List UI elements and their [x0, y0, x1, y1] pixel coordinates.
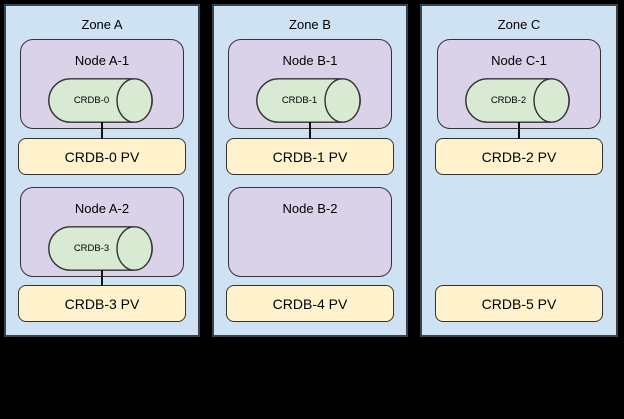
node-box-a1: Node A-1 CRDB-0	[20, 39, 184, 129]
pod-cylinder-crdb-3: CRDB-3	[48, 226, 153, 271]
pv-box: CRDB-4 PV	[226, 285, 394, 322]
zone-panel-a: Zone A Node A-1 CRDB-0 CRDB-0 PV Node A-…	[4, 4, 200, 337]
zone-label: Zone A	[81, 17, 123, 32]
pv-label: CRDB-3 PV	[64, 295, 140, 312]
zone-panel-c: Zone C Node C-1 CRDB-2 CRDB-2 PV CRDB-5 …	[420, 4, 618, 337]
pod-label: CRDB-2	[490, 95, 527, 106]
node-label: Node B-2	[282, 201, 338, 216]
pv-label: CRDB-4 PV	[272, 295, 348, 312]
pv-box: CRDB-5 PV	[435, 285, 603, 322]
connector-line	[309, 122, 311, 139]
pv-box: CRDB-0 PV	[18, 138, 186, 175]
pv-box: CRDB-3 PV	[18, 285, 186, 322]
pv-label: CRDB-0 PV	[64, 148, 140, 165]
node-box-c1: Node C-1 CRDB-2	[437, 39, 601, 129]
pod-label: CRDB-0	[73, 95, 110, 106]
node-label: Node C-1	[491, 53, 547, 68]
pv-box: CRDB-2 PV	[435, 138, 603, 175]
node-label: Node B-1	[282, 53, 338, 68]
cylinder-shape-icon	[48, 78, 153, 123]
node-box-a2: Node A-2 CRDB-3	[20, 187, 184, 277]
cylinder-shape-icon	[465, 78, 570, 123]
pod-cylinder-crdb-0: CRDB-0	[48, 78, 153, 123]
pod-label: CRDB-1	[281, 95, 318, 106]
node-box-b1: Node B-1 CRDB-1	[228, 39, 392, 129]
pod-label: CRDB-3	[73, 243, 110, 254]
connector-line	[518, 122, 520, 139]
zone-label: Zone B	[289, 17, 331, 32]
pv-label: CRDB-5 PV	[481, 295, 557, 312]
node-label: Node A-2	[74, 201, 130, 216]
zone-panel-b: Zone B Node B-1 CRDB-1 CRDB-1 PV Node B-…	[212, 4, 408, 337]
connector-line	[101, 270, 103, 286]
pv-label: CRDB-1 PV	[272, 148, 348, 165]
zone-label: Zone C	[497, 17, 541, 32]
cylinder-shape-icon	[48, 226, 153, 271]
cylinder-shape-icon	[256, 78, 361, 123]
connector-line	[101, 122, 103, 139]
pv-label: CRDB-2 PV	[481, 148, 557, 165]
node-label: Node A-1	[74, 53, 130, 68]
node-box-b2-empty: Node B-2	[228, 187, 392, 277]
pv-box: CRDB-1 PV	[226, 138, 394, 175]
pod-cylinder-crdb-1: CRDB-1	[256, 78, 361, 123]
pod-cylinder-crdb-2: CRDB-2	[465, 78, 570, 123]
